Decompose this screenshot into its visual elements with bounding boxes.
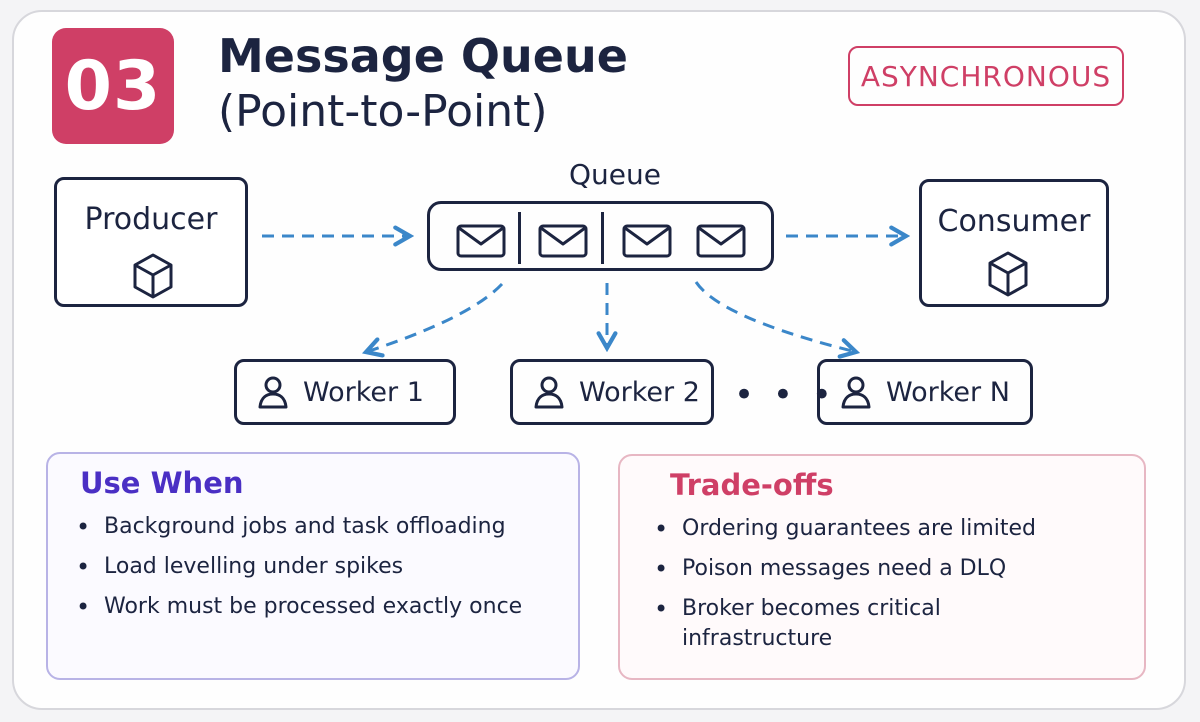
producer-node: Producer: [54, 177, 248, 307]
trade-offs-panel: Trade-offs Ordering guarantees are limit…: [618, 454, 1146, 680]
worker-label: Worker 2: [579, 376, 700, 408]
envelope-icon: [696, 224, 746, 258]
asynchronous-tag: ASYNCHRONOUS: [848, 46, 1124, 106]
worker-label: Worker N: [886, 376, 1010, 408]
trade-offs-title: Trade-offs: [670, 468, 834, 502]
tag-label: ASYNCHRONOUS: [860, 59, 1112, 93]
worker-label: Worker 1: [303, 376, 424, 408]
worker-node-1: Worker 1: [234, 359, 456, 425]
arrow-queue-to-worker-1: [366, 282, 504, 352]
use-when-title: Use When: [80, 466, 244, 500]
trade-offs-list: Ordering guarantees are limited Poison m…: [650, 514, 1130, 664]
list-item: Broker becomes critical infrastructure: [650, 594, 1012, 654]
user-icon: [257, 375, 289, 409]
more-workers-ellipsis: • • •: [734, 375, 836, 415]
list-item: Load levelling under spikes: [72, 552, 572, 582]
worker-node-n: Worker N: [817, 359, 1033, 425]
list-item: Poison messages need a DLQ: [650, 554, 1130, 584]
cube-icon: [133, 253, 173, 299]
number-badge-text: 03: [64, 46, 162, 126]
consumer-node: Consumer: [919, 179, 1109, 307]
envelope-icon: [456, 224, 506, 258]
list-item: Ordering guarantees are limited: [650, 514, 1130, 544]
user-icon: [533, 375, 565, 409]
title-main: Message Queue: [218, 29, 628, 83]
consumer-label: Consumer: [937, 204, 1091, 239]
number-badge: 03: [52, 28, 174, 144]
page-title: Message Queue (Point-to-Point): [218, 28, 628, 140]
queue-label: Queue: [569, 158, 661, 191]
producer-label: Producer: [84, 202, 218, 237]
arrow-queue-to-worker-n: [694, 281, 856, 352]
queue-box: [427, 201, 774, 271]
use-when-panel: Use When Background jobs and task offloa…: [46, 452, 580, 680]
envelope-icon: [538, 224, 588, 258]
cube-icon: [988, 251, 1028, 297]
worker-node-2: Worker 2: [510, 359, 714, 425]
use-when-list: Background jobs and task offloading Load…: [72, 512, 572, 632]
list-item: Background jobs and task offloading: [72, 512, 572, 542]
list-item: Work must be processed exactly once: [72, 592, 572, 622]
queue-divider: [601, 212, 604, 264]
title-subtitle: (Point-to-Point): [218, 86, 548, 137]
envelope-icon: [622, 224, 672, 258]
queue-divider: [518, 212, 521, 264]
user-icon: [840, 375, 872, 409]
